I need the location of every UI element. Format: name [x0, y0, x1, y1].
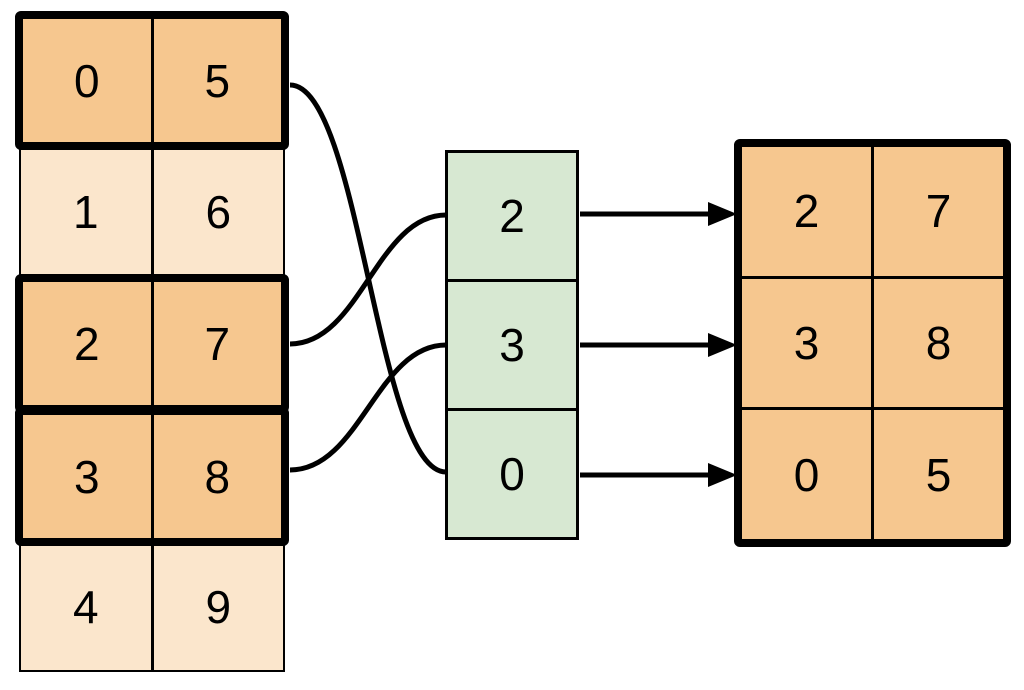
arrowhead: [708, 202, 737, 226]
source-row-1: 1 6: [19, 146, 285, 277]
source-cell: 7: [204, 317, 231, 370]
curve-row0-to-index0: [289, 82, 447, 475]
result-cell: 8: [925, 317, 952, 369]
index-column: 2 3 0: [445, 150, 579, 540]
result-table: 2 7 3 8 0 5: [734, 139, 1011, 547]
index-cell: 3: [448, 279, 576, 408]
result-cell: 3: [742, 278, 874, 408]
result-cell: 2: [742, 147, 874, 276]
result-cell: 5: [925, 448, 952, 501]
source-cell: 1: [21, 148, 154, 275]
source-cell: 5: [204, 54, 231, 107]
source-row-4: 4 9: [19, 541, 285, 672]
result-row-0: 2 7: [742, 147, 1003, 276]
arrowhead: [708, 463, 737, 487]
source-cell: 3: [23, 415, 154, 538]
source-cell: 6: [205, 185, 232, 238]
curve-row2-to-index2: [289, 212, 447, 347]
index-cell: 0: [448, 408, 576, 537]
result-cell: 0: [742, 410, 874, 540]
source-cell: 9: [205, 580, 232, 633]
source-cell: 2: [23, 282, 154, 405]
result-row-1: 3 8: [742, 275, 1003, 408]
result-cell: 7: [925, 185, 952, 238]
source-row-0: 0 5: [15, 11, 289, 150]
result-row-2: 0 5: [742, 407, 1003, 540]
source-cell: 4: [21, 543, 154, 670]
arrowhead: [708, 333, 737, 357]
source-cell: 8: [204, 450, 231, 503]
index-cell: 2: [499, 190, 525, 242]
source-row-2: 2 7: [15, 274, 289, 413]
curve-row3-to-index3: [289, 342, 447, 473]
source-cell: 0: [23, 19, 154, 142]
source-row-3: 3 8: [15, 407, 289, 546]
